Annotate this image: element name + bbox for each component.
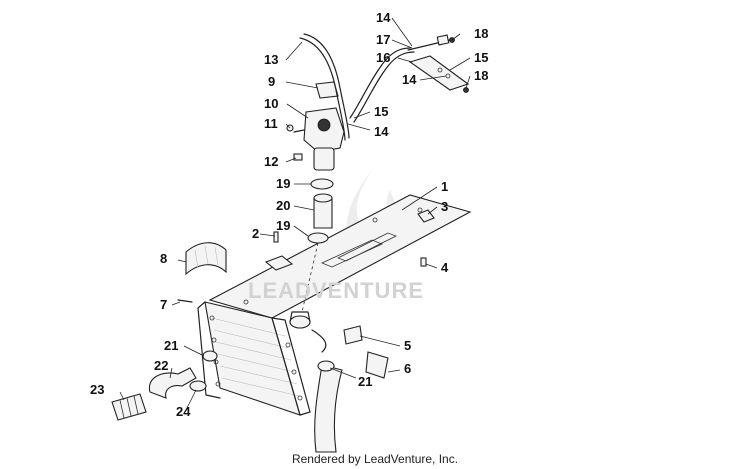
sensor-6 bbox=[365, 351, 389, 379]
watermark-text: LEADVENTURE bbox=[248, 278, 425, 303]
callout-17: 17 bbox=[376, 32, 390, 47]
foam-pad-8 bbox=[185, 242, 227, 276]
elbow-hose-22 bbox=[148, 367, 197, 399]
bellows-23 bbox=[111, 393, 147, 421]
callout-19-upper: 19 bbox=[276, 176, 290, 191]
callout-10: 10 bbox=[264, 96, 278, 111]
radiator-core-fins bbox=[211, 317, 300, 397]
clamp-19-upper bbox=[310, 178, 334, 190]
radiator-filler-neck bbox=[289, 315, 311, 329]
callout-11: 11 bbox=[264, 116, 278, 131]
overflow-bracket bbox=[407, 34, 470, 93]
bracket-5 bbox=[343, 325, 363, 345]
callout-13: 13 bbox=[264, 52, 278, 67]
clamp-24 bbox=[189, 380, 207, 392]
radiator-assembly bbox=[197, 194, 472, 416]
callout-8: 8 bbox=[160, 251, 167, 266]
tank-bolts bbox=[209, 207, 423, 401]
callout-16: 16 bbox=[376, 50, 390, 65]
clamp-21-left bbox=[202, 350, 218, 362]
callout-21-right: 21 bbox=[358, 374, 372, 389]
filler-cap-gasket bbox=[315, 81, 339, 99]
callout-18-lower: 18 bbox=[474, 68, 488, 83]
callout-21-left: 21 bbox=[164, 338, 178, 353]
callouts: 1 2 3 4 5 6 7 8 9 10 11 12 13 14 14 14 1… bbox=[90, 10, 488, 419]
callout-20: 20 bbox=[276, 198, 290, 213]
callout-6: 6 bbox=[404, 361, 411, 376]
clamp-21-right bbox=[317, 360, 335, 372]
footer-credit: Rendered by LeadVenture, Inc. bbox=[291, 452, 459, 466]
lower-hose bbox=[314, 364, 343, 453]
callout-23: 23 bbox=[90, 382, 104, 397]
callout-19-lower: 19 bbox=[276, 218, 290, 233]
callout-4: 4 bbox=[441, 260, 449, 275]
bolt-4 bbox=[420, 257, 427, 267]
callout-2: 2 bbox=[252, 226, 259, 241]
vent-hose-13 bbox=[299, 37, 346, 141]
callout-15-right: 15 bbox=[474, 50, 488, 65]
callout-9: 9 bbox=[268, 74, 275, 89]
leader-lines bbox=[119, 17, 471, 411]
callout-12: 12 bbox=[264, 154, 278, 169]
screw-12 bbox=[293, 153, 303, 161]
filler-housing bbox=[293, 107, 345, 171]
callout-14-top: 14 bbox=[376, 10, 391, 25]
callout-7: 7 bbox=[160, 297, 167, 312]
callout-3: 3 bbox=[441, 199, 448, 214]
fastener-2 bbox=[264, 231, 294, 271]
callout-24: 24 bbox=[176, 404, 191, 419]
callout-14-right: 14 bbox=[402, 72, 417, 87]
grommet-3 bbox=[417, 209, 435, 223]
callout-14-lower: 14 bbox=[374, 124, 389, 139]
clip-7 bbox=[177, 299, 193, 303]
vent-hose-15 bbox=[349, 47, 411, 119]
radiator-top-face bbox=[208, 194, 472, 319]
callout-22: 22 bbox=[154, 358, 168, 373]
callout-1: 1 bbox=[441, 179, 448, 194]
callout-18-top: 18 bbox=[474, 26, 488, 41]
clamp-19-lower bbox=[307, 232, 329, 244]
callout-5: 5 bbox=[404, 338, 411, 353]
callout-15-hose: 15 bbox=[374, 104, 388, 119]
